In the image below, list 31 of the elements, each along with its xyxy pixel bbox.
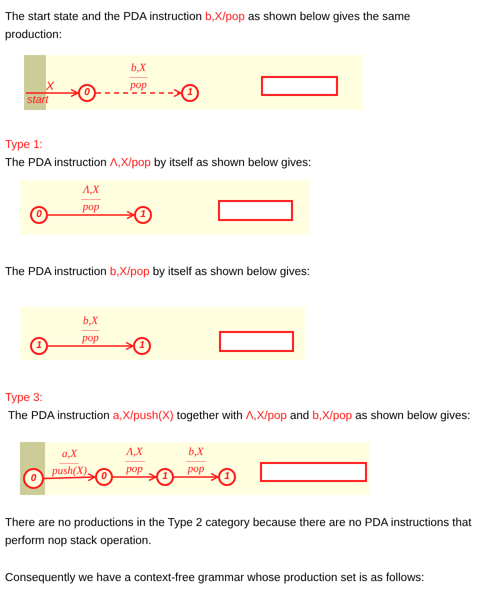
transition-arrow xyxy=(96,88,182,98)
transition-arrow xyxy=(26,88,79,98)
diagram-panel xyxy=(20,307,305,360)
transition-arrow xyxy=(48,210,135,220)
paragraph-text: The PDA instruction Λ,X/pop by itself as shown below gives: xyxy=(5,156,312,171)
edge-label: a,X push(X) xyxy=(52,448,87,478)
transition-arrow xyxy=(174,472,219,482)
transition-arrow xyxy=(48,342,134,350)
empty-result-box xyxy=(261,76,338,96)
diagram-panel xyxy=(20,180,310,235)
paragraph-text: There are no productions in the Type 2 category because there are no PDA instructions that perform nop stack operation. xyxy=(5,516,472,549)
transition-arrow xyxy=(113,472,157,482)
edge-label: Λ,X pop xyxy=(124,446,145,476)
paragraph-text: The start state and the PDA instruction b,X/pop as shown below gives the same production: xyxy=(5,10,412,43)
diagram-panel xyxy=(24,55,363,110)
paragraph-text: Consequently we have a context-free grammar whose production set is as follows: xyxy=(5,571,426,586)
empty-result-box xyxy=(219,331,294,352)
paragraph-text: The PDA instruction b,X/pop by itself as shown below gives: xyxy=(5,265,311,280)
edge-label: Λ,X pop xyxy=(80,184,102,214)
empty-result-box xyxy=(260,462,367,482)
section-heading: Type 1: xyxy=(5,138,44,153)
section-heading: Type 3: xyxy=(5,391,44,406)
edge-label: b,X pop xyxy=(186,446,206,476)
edge-label: X xyxy=(46,80,54,92)
diagram-panel xyxy=(20,442,370,495)
transition-arrow xyxy=(44,473,96,482)
edge-label: b,X pop xyxy=(81,315,100,345)
empty-result-box xyxy=(218,200,293,221)
start-label: start xyxy=(27,94,54,106)
paragraph-text: The PDA instruction a,X/push(X) together with Λ,X/pop and b,X/pop as shown below gives: xyxy=(8,409,472,424)
edge-label: b,X pop xyxy=(129,62,148,92)
